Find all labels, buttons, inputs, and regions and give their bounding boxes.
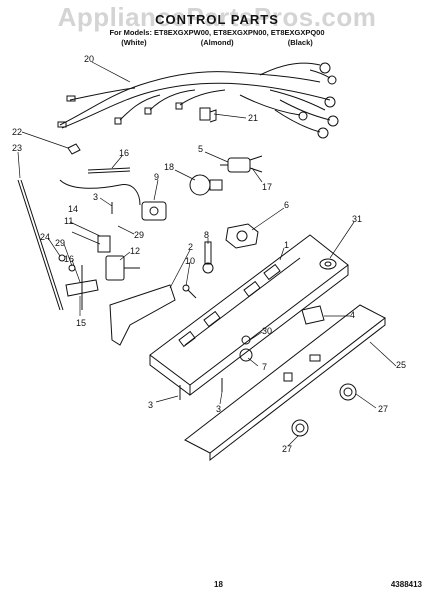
color-black: (Black) [287,38,313,47]
light-bulb [189,174,223,196]
wiring-harness [57,62,339,139]
callout-labels: 20 21 22 23 16 5 18 17 9 3 6 14 29 11 1 … [12,54,406,454]
screw [202,241,214,274]
callout-30: 30 [262,326,272,336]
callout-2: 2 [188,242,193,252]
light-switch [225,223,259,249]
bracket [97,235,111,253]
callout-23: 23 [12,143,22,153]
callout-10: 10 [185,256,195,266]
temperature-knob [291,419,309,437]
callout-24: 24 [40,232,50,242]
callout-6: 6 [284,200,289,210]
callout-3-mid: 3 [216,404,221,414]
color-legend: (White) (Almond) (Black) [0,38,434,47]
callout-29-right: 29 [134,230,144,240]
callout-12: 12 [130,246,140,256]
color-white: (White) [121,38,147,47]
callout-20: 20 [84,54,94,64]
callout-7: 7 [262,362,267,372]
control-rod [17,179,64,311]
callout-3-top: 3 [93,192,98,202]
mounting-bracket [109,284,176,346]
page-number: 18 [214,580,223,589]
sensor-tube [87,167,131,174]
thermostat [141,201,167,221]
model-list: For Models: ET8EXGXPW00, ET8EXGXPN00, ET… [109,28,325,37]
callout-27-left: 27 [282,444,292,454]
callout-18: 18 [164,162,174,172]
wire-connector [199,107,217,123]
callout-15: 15 [76,318,86,328]
temperature-knob-2 [339,383,357,401]
control-panel [184,304,386,462]
diagram-title: CONTROL PARTS [155,12,279,27]
control-housing [149,234,349,397]
screw-10 [182,284,197,299]
callout-1: 1 [284,240,289,250]
callout-11: 11 [64,216,73,226]
callout-17: 17 [262,182,272,192]
callout-27-right: 27 [378,404,388,414]
callout-16: 16 [119,148,129,158]
grommet [319,258,337,270]
callout-29-left: 29 [55,238,65,248]
document-number: 4388413 [390,580,422,589]
callout-25: 25 [396,360,406,370]
callout-8: 8 [204,230,209,240]
color-almond: (Almond) [200,38,234,47]
clip [67,143,81,155]
callout-14: 14 [68,204,78,214]
callout-16-left: 16 [64,254,74,264]
control-knob-shaft [105,255,140,281]
light-socket [220,155,263,173]
callout-31: 31 [352,214,362,224]
capillary-tube [59,179,141,206]
callout-22: 22 [12,127,22,137]
callout-4: 4 [350,310,355,320]
light-shield [301,305,325,325]
callout-5: 5 [198,144,203,154]
callout-21: 21 [248,113,258,123]
callout-9: 9 [154,172,159,182]
callout-3-left: 3 [148,400,153,410]
control-knob [239,348,253,362]
